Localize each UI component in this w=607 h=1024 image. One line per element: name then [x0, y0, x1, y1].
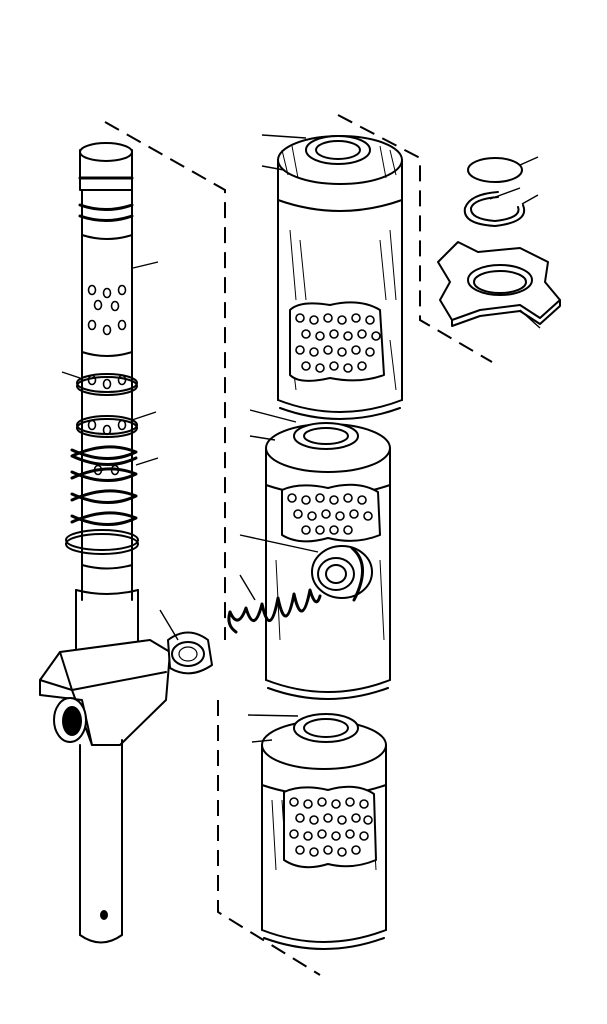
spider-plate — [437, 241, 561, 327]
center-tube-assembly — [39, 142, 171, 944]
filter-cartridge-middle — [265, 422, 391, 700]
tube-perforations — [87, 284, 127, 476]
tube-shaft — [79, 739, 123, 944]
tube-cross-body — [39, 639, 171, 746]
relief-valve-seat — [311, 545, 373, 602]
snap-ring-upper — [467, 157, 523, 183]
top-cartridge-end-hatch — [281, 145, 397, 179]
relief-spring — [227, 588, 322, 634]
tube-spring — [70, 445, 138, 527]
filter-cartridge-bottom — [261, 713, 387, 950]
snap-ring-lower — [463, 191, 526, 227]
callout-leader-lines — [61, 134, 541, 743]
middle-cartridge-body-hatch — [275, 559, 385, 641]
tube-lower-section — [75, 564, 139, 651]
tube-washers — [65, 373, 139, 555]
filter-cartridge-top — [277, 135, 403, 420]
top-cartridge-window-holes — [295, 313, 381, 373]
valve-plug — [167, 631, 213, 675]
middle-cartridge-window-holes — [287, 493, 373, 535]
tube-top-cap — [78, 142, 134, 222]
perforated-tube — [81, 189, 133, 601]
assembly-guide-lines — [104, 114, 493, 976]
bottom-cartridge-window-holes — [289, 797, 373, 857]
